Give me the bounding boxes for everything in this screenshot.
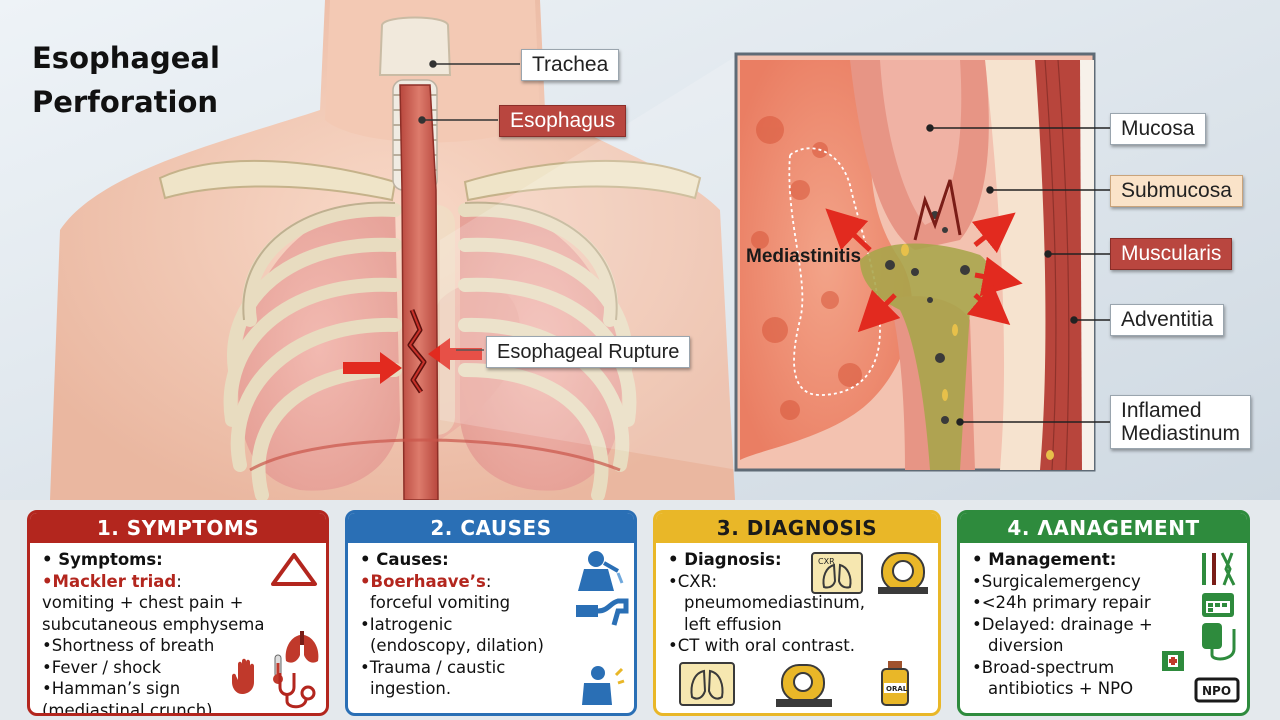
submucosa-label: Submucosa — [1110, 175, 1243, 207]
management-body: • Management: •Surgicalemergency •<24h p… — [960, 543, 1247, 700]
rupture-arrows — [343, 338, 482, 384]
symptom-line: subcutaneous emphysema — [42, 614, 265, 634]
esophagus-label: Esophagus — [499, 105, 627, 137]
boerhaave: Boerhaave’s — [370, 571, 486, 591]
symptoms-header: 1. SYMPTOMS — [30, 513, 326, 543]
diagnosis-line: CT with oral contrast. — [677, 636, 855, 655]
diagnosis-body: • Diagnosis: •CXR: pneumomediastinum, le… — [656, 543, 938, 657]
symptoms-card: 1. SYMPTOMS • Symptoms: •Mackler triad: … — [27, 510, 329, 716]
medicine-icon — [1162, 651, 1184, 671]
causes-header: 2. CAUSES — [348, 513, 634, 543]
symptoms-body: • Symptoms: •Mackler triad: vomiting + c… — [30, 543, 326, 716]
diagnosis-header: 3. DIAGNOSIS — [656, 513, 938, 543]
mucosa-label: Mucosa — [1110, 113, 1206, 145]
management-line: Delayed: drainage + — [981, 614, 1153, 634]
management-line: antibiotics + NPO — [988, 679, 1134, 698]
injured-person-icon — [582, 666, 625, 705]
title-line-2: Perforation — [32, 85, 219, 119]
cause-line: Iatrogenic — [369, 614, 453, 634]
symptoms-heading: Symptoms: — [58, 550, 163, 569]
warning-triangle-icon — [271, 553, 317, 586]
cxr-icon-text: CXR — [818, 557, 835, 566]
cause-line: Trauma / caustic — [369, 657, 506, 677]
vomiting-person-icon — [578, 551, 624, 591]
causes-card: 2. CAUSES • Causes: •Boerhaave’s: forcef… — [345, 510, 637, 716]
hand-icon — [232, 658, 254, 694]
symptom-line: Fever / shock — [51, 657, 161, 677]
muscularis-label: Muscularis — [1110, 238, 1233, 270]
npo-sign-icon: NPO — [1194, 677, 1240, 703]
cause-line: ingestion. — [370, 679, 452, 698]
stethoscope-icon — [278, 673, 316, 709]
ct-scanner-icon — [878, 552, 928, 594]
symptom-line: Shortness of breath — [51, 636, 215, 655]
adventitia-label: Adventitia — [1110, 304, 1225, 336]
management-card: 4. ΛANAGEMENT • Management: •Surgicaleme… — [957, 510, 1250, 716]
page-title: Esophageal Perforation — [32, 36, 220, 124]
clavicles — [158, 159, 702, 202]
inflamed-line-1: Inflamed — [1121, 399, 1202, 422]
ct-scanner-icon-2 — [776, 664, 832, 707]
chest-xray-icon-2 — [679, 662, 735, 706]
rupture-label: Esophageal Rupture — [486, 336, 691, 368]
trachea-label: Trachea — [521, 49, 620, 81]
inset-cross-section — [734, 52, 1110, 472]
inflamed-line-2: Mediastinum — [1121, 422, 1241, 445]
mediastinitis-label: Mediastinitis — [746, 246, 862, 267]
causes-heading: Causes: — [376, 550, 449, 569]
oral-icon-text: ORAL — [886, 685, 908, 693]
title-line-1: Esophageal — [32, 41, 220, 75]
diagnosis-line: pneumomediastinum, — [684, 593, 865, 612]
management-line: Surgicalemergency — [981, 571, 1141, 591]
cause-line: forceful vomiting — [370, 593, 511, 612]
endoscope-icon — [576, 598, 629, 626]
diagnosis-line: CXR: — [677, 571, 718, 591]
anatomy-illustration — [0, 0, 1280, 500]
symptom-line: Hamman’s sign — [51, 679, 181, 698]
calendar-icon — [1202, 593, 1234, 617]
oral-contrast-bottle-icon: ORAL — [881, 661, 909, 706]
esophagus — [399, 84, 439, 500]
lungs-icon — [285, 631, 319, 663]
management-heading: Management: — [988, 550, 1117, 569]
npo-icon-text: NPO — [1202, 684, 1231, 698]
inflamed-mediastinum-label: Inflamed Mediastinum — [1110, 395, 1252, 449]
drainage-bag-icon — [1202, 623, 1236, 661]
mackler-triad: Mackler triad — [52, 571, 177, 591]
diagnosis-card: 3. DIAGNOSIS • Diagnosis: •CXR: pneumome… — [653, 510, 941, 716]
surgical-tools-icon — [1202, 552, 1236, 586]
diagnosis-heading: Diagnosis: — [684, 550, 782, 569]
management-line: Broad-spectrum — [981, 657, 1115, 677]
symptom-line: (mediastinal crunch). — [42, 700, 218, 716]
management-line: <24h primary repair — [981, 593, 1151, 612]
causes-body: • Causes: •Boerhaave’s: forceful vomitin… — [348, 543, 634, 700]
management-header: 4. ΛANAGEMENT — [960, 513, 1247, 543]
chest-xray-icon: CXR — [811, 552, 863, 594]
cause-line: (endoscopy, dilation) — [370, 636, 544, 655]
management-line: diversion — [988, 636, 1064, 655]
diagnosis-line: left effusion — [684, 614, 782, 634]
symptom-line: vomiting + chest pain + — [42, 593, 244, 612]
